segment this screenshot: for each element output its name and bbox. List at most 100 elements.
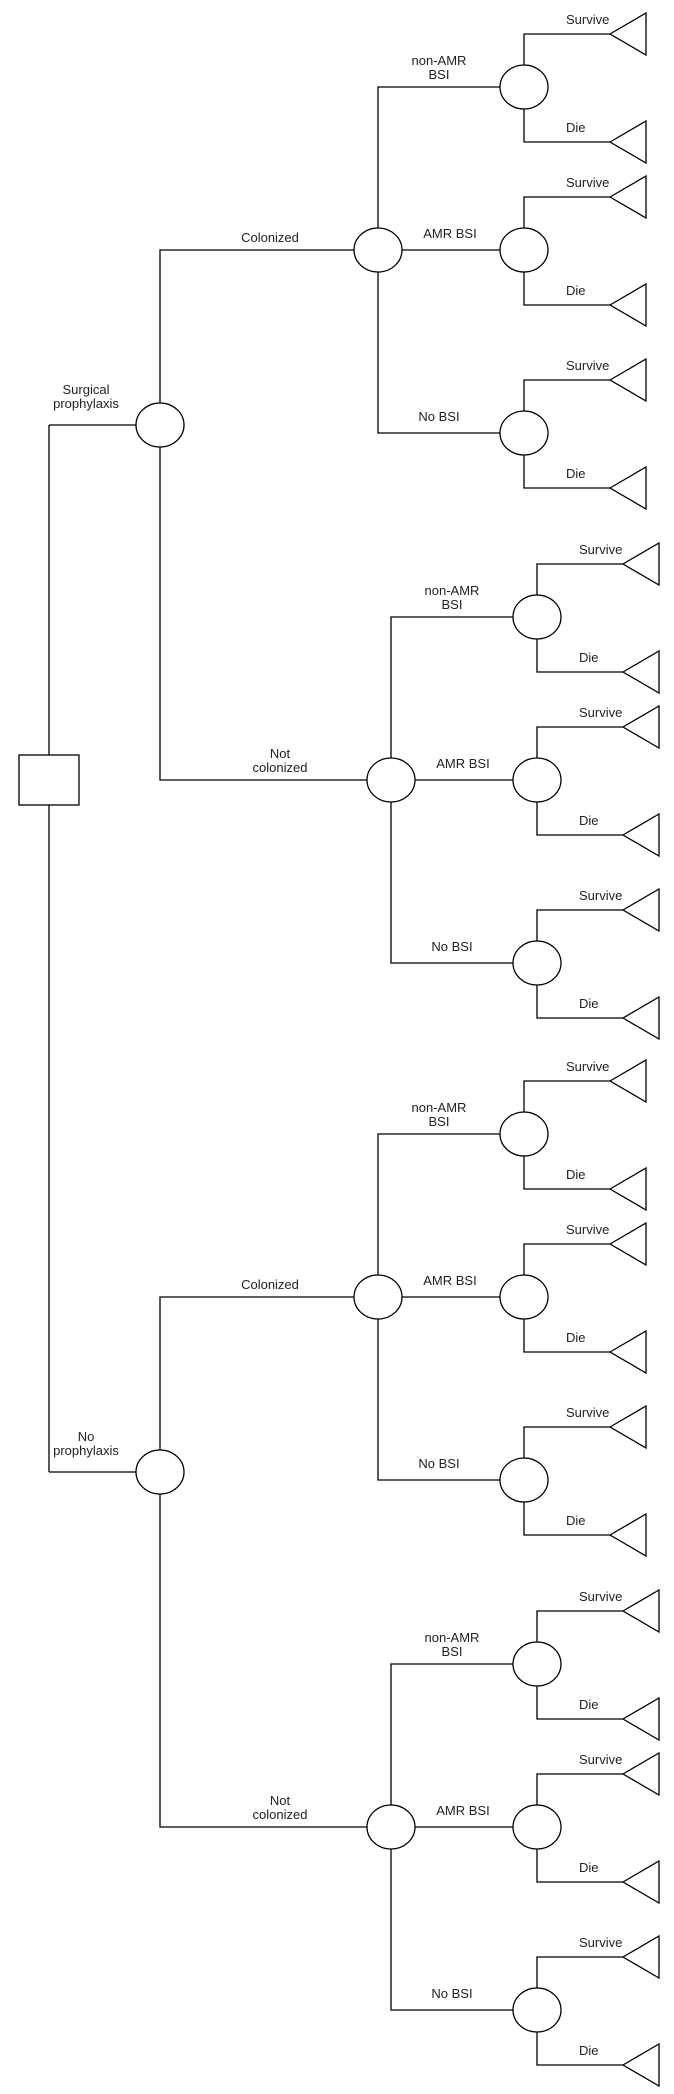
infection-label: non-AMR xyxy=(412,53,467,68)
edge-outcome xyxy=(536,1956,623,1988)
terminal-node xyxy=(621,1859,660,1905)
terminal-node xyxy=(621,1696,660,1742)
strategy-label: prophylaxis xyxy=(53,1443,119,1458)
edge-outcome xyxy=(536,1686,623,1720)
outcome-label: Die xyxy=(566,1167,586,1182)
outcome-label: Survive xyxy=(566,358,609,373)
terminal-node xyxy=(608,1404,647,1450)
infection-label: No BSI xyxy=(431,1986,472,2001)
edge-outcome xyxy=(536,1773,623,1805)
infection-label: BSI xyxy=(429,67,450,82)
terminal-node xyxy=(608,1512,647,1558)
infection-label: AMR BSI xyxy=(423,1273,476,1288)
terminal-node xyxy=(621,649,660,695)
edge-outcome xyxy=(536,639,623,673)
outcome-label: Survive xyxy=(579,542,622,557)
outcome-label: Survive xyxy=(566,12,609,27)
terminal-node xyxy=(621,704,660,750)
edge-outcome xyxy=(523,1426,610,1458)
outcome-label: Die xyxy=(566,283,586,298)
chance-node xyxy=(512,940,562,986)
edge-outcome xyxy=(523,1243,610,1275)
terminal-node xyxy=(621,995,660,1041)
terminal-node xyxy=(621,1751,660,1797)
edge-outcome xyxy=(523,1502,610,1536)
edge-outcome xyxy=(523,379,610,411)
edge-outcome xyxy=(523,272,610,306)
chance-node xyxy=(353,1274,403,1320)
chance-node xyxy=(366,1804,416,1850)
edge-outcome xyxy=(523,1080,610,1112)
outcome-label: Survive xyxy=(579,888,622,903)
outcome-label: Die xyxy=(566,120,586,135)
edge-outcome xyxy=(536,985,623,1019)
outcome-label: Survive xyxy=(579,1935,622,1950)
edge-infection-branch xyxy=(377,1133,500,1275)
outcome-label: Die xyxy=(579,1697,599,1712)
edge-outcome xyxy=(523,1319,610,1353)
infection-label: AMR BSI xyxy=(423,226,476,241)
chance-node xyxy=(499,1274,549,1320)
terminal-node xyxy=(608,1166,647,1212)
edge-outcome xyxy=(536,726,623,758)
decision-node xyxy=(18,754,80,806)
chance-node xyxy=(512,757,562,803)
terminal-node xyxy=(608,119,647,165)
terminal-node xyxy=(608,174,647,220)
edge-infection-branch xyxy=(377,86,500,228)
outcome-label: Survive xyxy=(566,1405,609,1420)
edge-colonization-branch xyxy=(159,249,354,403)
edge-outcome xyxy=(536,802,623,836)
strategy-label: Surgical xyxy=(63,382,110,397)
outcome-label: Die xyxy=(566,1330,586,1345)
infection-label: BSI xyxy=(442,1644,463,1659)
colonization-label: Colonized xyxy=(241,1277,299,1292)
outcome-label: Die xyxy=(566,1513,586,1528)
strategy-label: No xyxy=(78,1429,95,1444)
chance-node xyxy=(135,1449,185,1495)
terminal-node xyxy=(621,887,660,933)
colonization-label: colonized xyxy=(253,760,308,775)
chance-node xyxy=(135,402,185,448)
infection-label: No BSI xyxy=(418,409,459,424)
infection-label: No BSI xyxy=(418,1456,459,1471)
terminal-node xyxy=(621,812,660,858)
edge-infection-branch xyxy=(377,1319,500,1481)
terminal-node xyxy=(608,357,647,403)
edge-outcome xyxy=(523,109,610,143)
terminal-node xyxy=(621,1934,660,1980)
infection-label: AMR BSI xyxy=(436,1803,489,1818)
edge-outcome xyxy=(523,455,610,489)
edge-outcome xyxy=(536,563,623,595)
outcome-label: Survive xyxy=(579,705,622,720)
chance-node xyxy=(353,227,403,273)
outcome-label: Die xyxy=(579,2043,599,2058)
chance-node xyxy=(499,1457,549,1503)
infection-label: BSI xyxy=(442,597,463,612)
edge-infection-branch xyxy=(390,802,513,964)
infection-label: non-AMR xyxy=(425,1630,480,1645)
outcome-label: Die xyxy=(566,466,586,481)
infection-label: No BSI xyxy=(431,939,472,954)
edge-infection-branch xyxy=(377,272,500,434)
outcome-label: Die xyxy=(579,1860,599,1875)
colonization-label: Colonized xyxy=(241,230,299,245)
outcome-label: Survive xyxy=(566,1059,609,1074)
edge-outcome xyxy=(536,2032,623,2066)
terminal-node xyxy=(608,11,647,57)
outcome-label: Die xyxy=(579,813,599,828)
strategy-label: prophylaxis xyxy=(53,396,119,411)
outcome-label: Die xyxy=(579,996,599,1011)
chance-node xyxy=(499,64,549,110)
edge-outcome xyxy=(536,1849,623,1883)
terminal-node xyxy=(621,1588,660,1634)
chance-node xyxy=(499,227,549,273)
edge-colonization-branch xyxy=(159,447,367,781)
terminal-node xyxy=(608,1221,647,1267)
edge-infection-branch xyxy=(390,616,513,758)
terminal-node xyxy=(608,465,647,511)
chance-node xyxy=(366,757,416,803)
outcome-label: Die xyxy=(579,650,599,665)
colonization-label: colonized xyxy=(253,1807,308,1822)
